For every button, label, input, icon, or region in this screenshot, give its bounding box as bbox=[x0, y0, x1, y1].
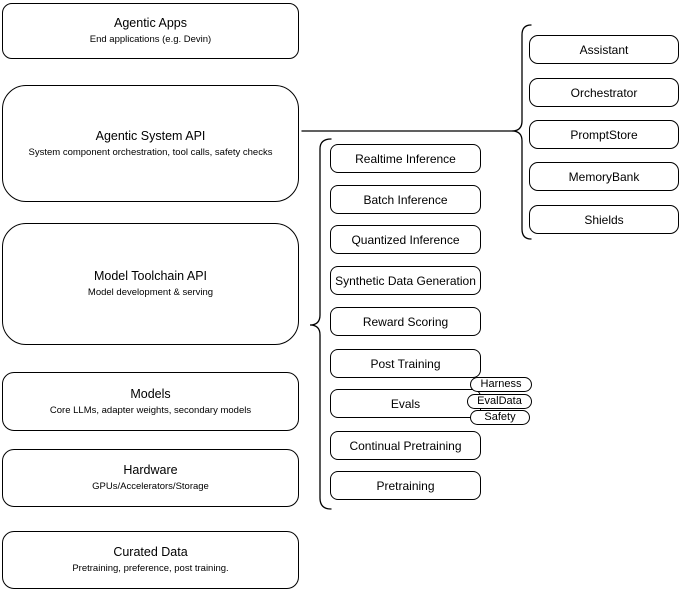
toolchain-group-brace bbox=[309, 138, 332, 510]
box-reward-scoring: Reward Scoring bbox=[330, 307, 481, 336]
box-title: Curated Data bbox=[113, 545, 188, 559]
tag-harness: Harness bbox=[470, 377, 532, 392]
box-label: Realtime Inference bbox=[355, 151, 456, 166]
box-label: Shields bbox=[584, 212, 624, 227]
box-title: Agentic System API bbox=[95, 128, 206, 143]
box-subtitle: End applications (e.g. Devin) bbox=[89, 34, 212, 45]
box-label: Post Training bbox=[370, 356, 441, 371]
box-label: Continual Pretraining bbox=[349, 438, 462, 453]
box-post-training: Post Training bbox=[330, 349, 481, 378]
box-curated-data: Curated Data Pretraining, preference, po… bbox=[2, 531, 299, 589]
box-subtitle: Model development & serving bbox=[87, 287, 214, 298]
box-realtime-inference: Realtime Inference bbox=[330, 144, 481, 173]
box-label: Evals bbox=[390, 396, 421, 411]
box-title: Models bbox=[130, 386, 171, 401]
box-promptstore: PromptStore bbox=[529, 120, 679, 149]
tag-label: EvalData bbox=[477, 395, 522, 407]
box-agentic-apps: Agentic Apps End applications (e.g. Devi… bbox=[2, 3, 299, 59]
box-continual-pretraining: Continual Pretraining bbox=[330, 431, 481, 460]
box-hardware: Hardware GPUs/Accelerators/Storage bbox=[2, 449, 299, 507]
box-model-toolchain-api: Model Toolchain API Model development & … bbox=[2, 223, 299, 345]
box-evals: Evals bbox=[330, 389, 481, 418]
box-orchestrator: Orchestrator bbox=[529, 78, 679, 107]
box-title: Hardware bbox=[123, 463, 178, 477]
box-label: Batch Inference bbox=[363, 192, 448, 207]
box-memorybank: MemoryBank bbox=[529, 162, 679, 191]
tag-label: Safety bbox=[484, 411, 516, 423]
box-label: Pretraining bbox=[376, 478, 435, 493]
box-label: Orchestrator bbox=[570, 85, 638, 100]
box-pretraining: Pretraining bbox=[330, 471, 481, 500]
box-label: MemoryBank bbox=[568, 169, 640, 184]
box-label: Reward Scoring bbox=[362, 314, 449, 329]
tag-evaldata: EvalData bbox=[467, 394, 532, 409]
box-subtitle: Core LLMs, adapter weights, secondary mo… bbox=[49, 404, 252, 416]
box-subtitle: Pretraining, preference, post training. bbox=[72, 563, 229, 574]
box-label: Quantized Inference bbox=[351, 232, 460, 247]
box-agentic-system-api: Agentic System API System component orch… bbox=[2, 85, 299, 202]
box-title: Agentic Apps bbox=[114, 16, 187, 30]
box-models: Models Core LLMs, adapter weights, secon… bbox=[2, 372, 299, 431]
box-synthetic-data-generation: Synthetic Data Generation bbox=[330, 266, 481, 295]
box-label: Synthetic Data Generation bbox=[335, 273, 476, 288]
tag-safety: Safety bbox=[470, 410, 530, 425]
box-assistant: Assistant bbox=[529, 35, 679, 64]
box-label: PromptStore bbox=[570, 127, 638, 142]
box-shields: Shields bbox=[529, 205, 679, 234]
box-subtitle: System component orchestration, tool cal… bbox=[28, 146, 273, 158]
box-subtitle: GPUs/Accelerators/Storage bbox=[92, 481, 209, 492]
box-quantized-inference: Quantized Inference bbox=[330, 225, 481, 254]
box-label: Assistant bbox=[579, 42, 629, 57]
box-title: Model Toolchain API bbox=[93, 269, 208, 283]
tag-label: Harness bbox=[480, 378, 522, 390]
box-batch-inference: Batch Inference bbox=[330, 185, 481, 214]
